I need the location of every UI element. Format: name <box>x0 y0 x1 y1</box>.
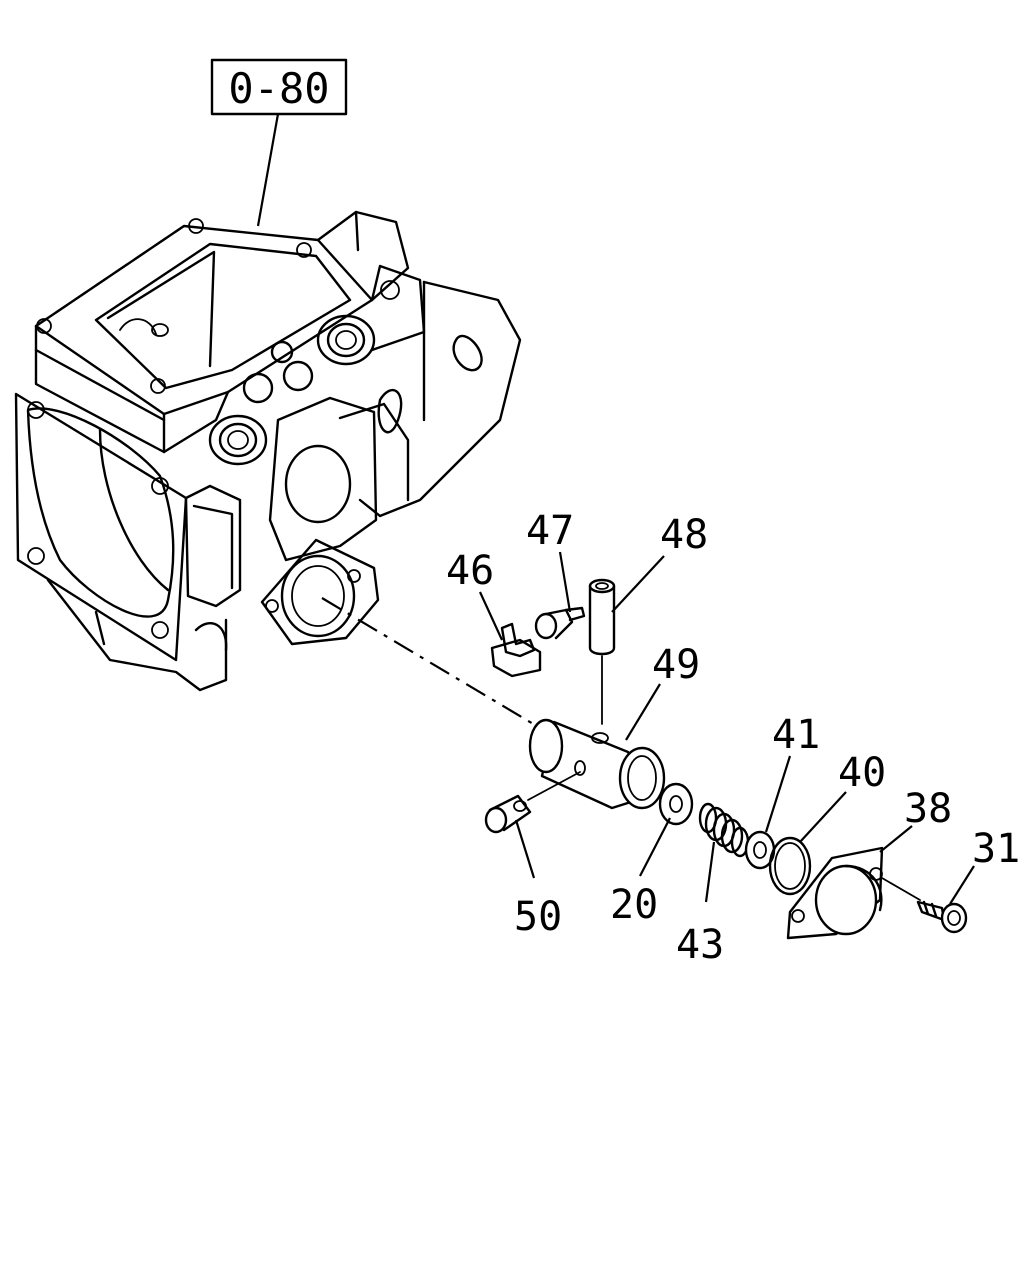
leader-46 <box>479 591 503 641</box>
part-43-spring[interactable] <box>698 802 750 858</box>
leader-31 <box>949 865 975 905</box>
callout-20[interactable]: 20 <box>610 882 658 928</box>
leader-48 <box>611 555 665 613</box>
part-50-bushing[interactable] <box>484 794 532 834</box>
callout-43[interactable]: 43 <box>676 922 724 968</box>
callout-labels: 46 47 48 49 41 40 38 31 50 20 43 <box>446 508 1020 968</box>
assembly-centerline <box>321 597 541 729</box>
reference-leader <box>256 113 280 227</box>
leader-38 <box>879 825 913 853</box>
callout-46[interactable]: 46 <box>446 548 494 594</box>
part-38-axis <box>881 877 921 901</box>
callout-38[interactable]: 38 <box>904 786 952 832</box>
callout-41[interactable]: 41 <box>772 712 820 758</box>
leader-41 <box>764 755 792 833</box>
leader-47 <box>558 551 572 613</box>
leader-40 <box>799 791 847 843</box>
part-48-pin[interactable] <box>588 578 616 656</box>
callout-31[interactable]: 31 <box>972 826 1020 872</box>
part-50-axis <box>527 771 581 801</box>
reference-label: 0-80 <box>228 64 329 113</box>
part-47-pin[interactable] <box>534 606 586 640</box>
leader-43 <box>704 841 716 903</box>
callout-40[interactable]: 40 <box>838 750 886 796</box>
part-46-clip[interactable] <box>490 622 542 678</box>
callout-49[interactable]: 49 <box>652 642 700 688</box>
callout-47[interactable]: 47 <box>526 508 574 554</box>
leader-49 <box>625 683 661 741</box>
reference-box[interactable]: 0-80 <box>210 58 348 116</box>
part-49-sleeve[interactable] <box>528 718 666 810</box>
part-38-cover[interactable] <box>786 846 884 940</box>
pump-housing <box>14 210 522 692</box>
part-40-oring[interactable] <box>768 836 812 896</box>
leader-20 <box>639 817 671 877</box>
part-31-bolt[interactable] <box>916 900 968 934</box>
part-20-washer[interactable] <box>658 782 694 826</box>
leader-lines <box>479 551 975 905</box>
callout-48[interactable]: 48 <box>660 512 708 558</box>
callout-50[interactable]: 50 <box>514 894 562 940</box>
leader-50 <box>514 819 536 879</box>
